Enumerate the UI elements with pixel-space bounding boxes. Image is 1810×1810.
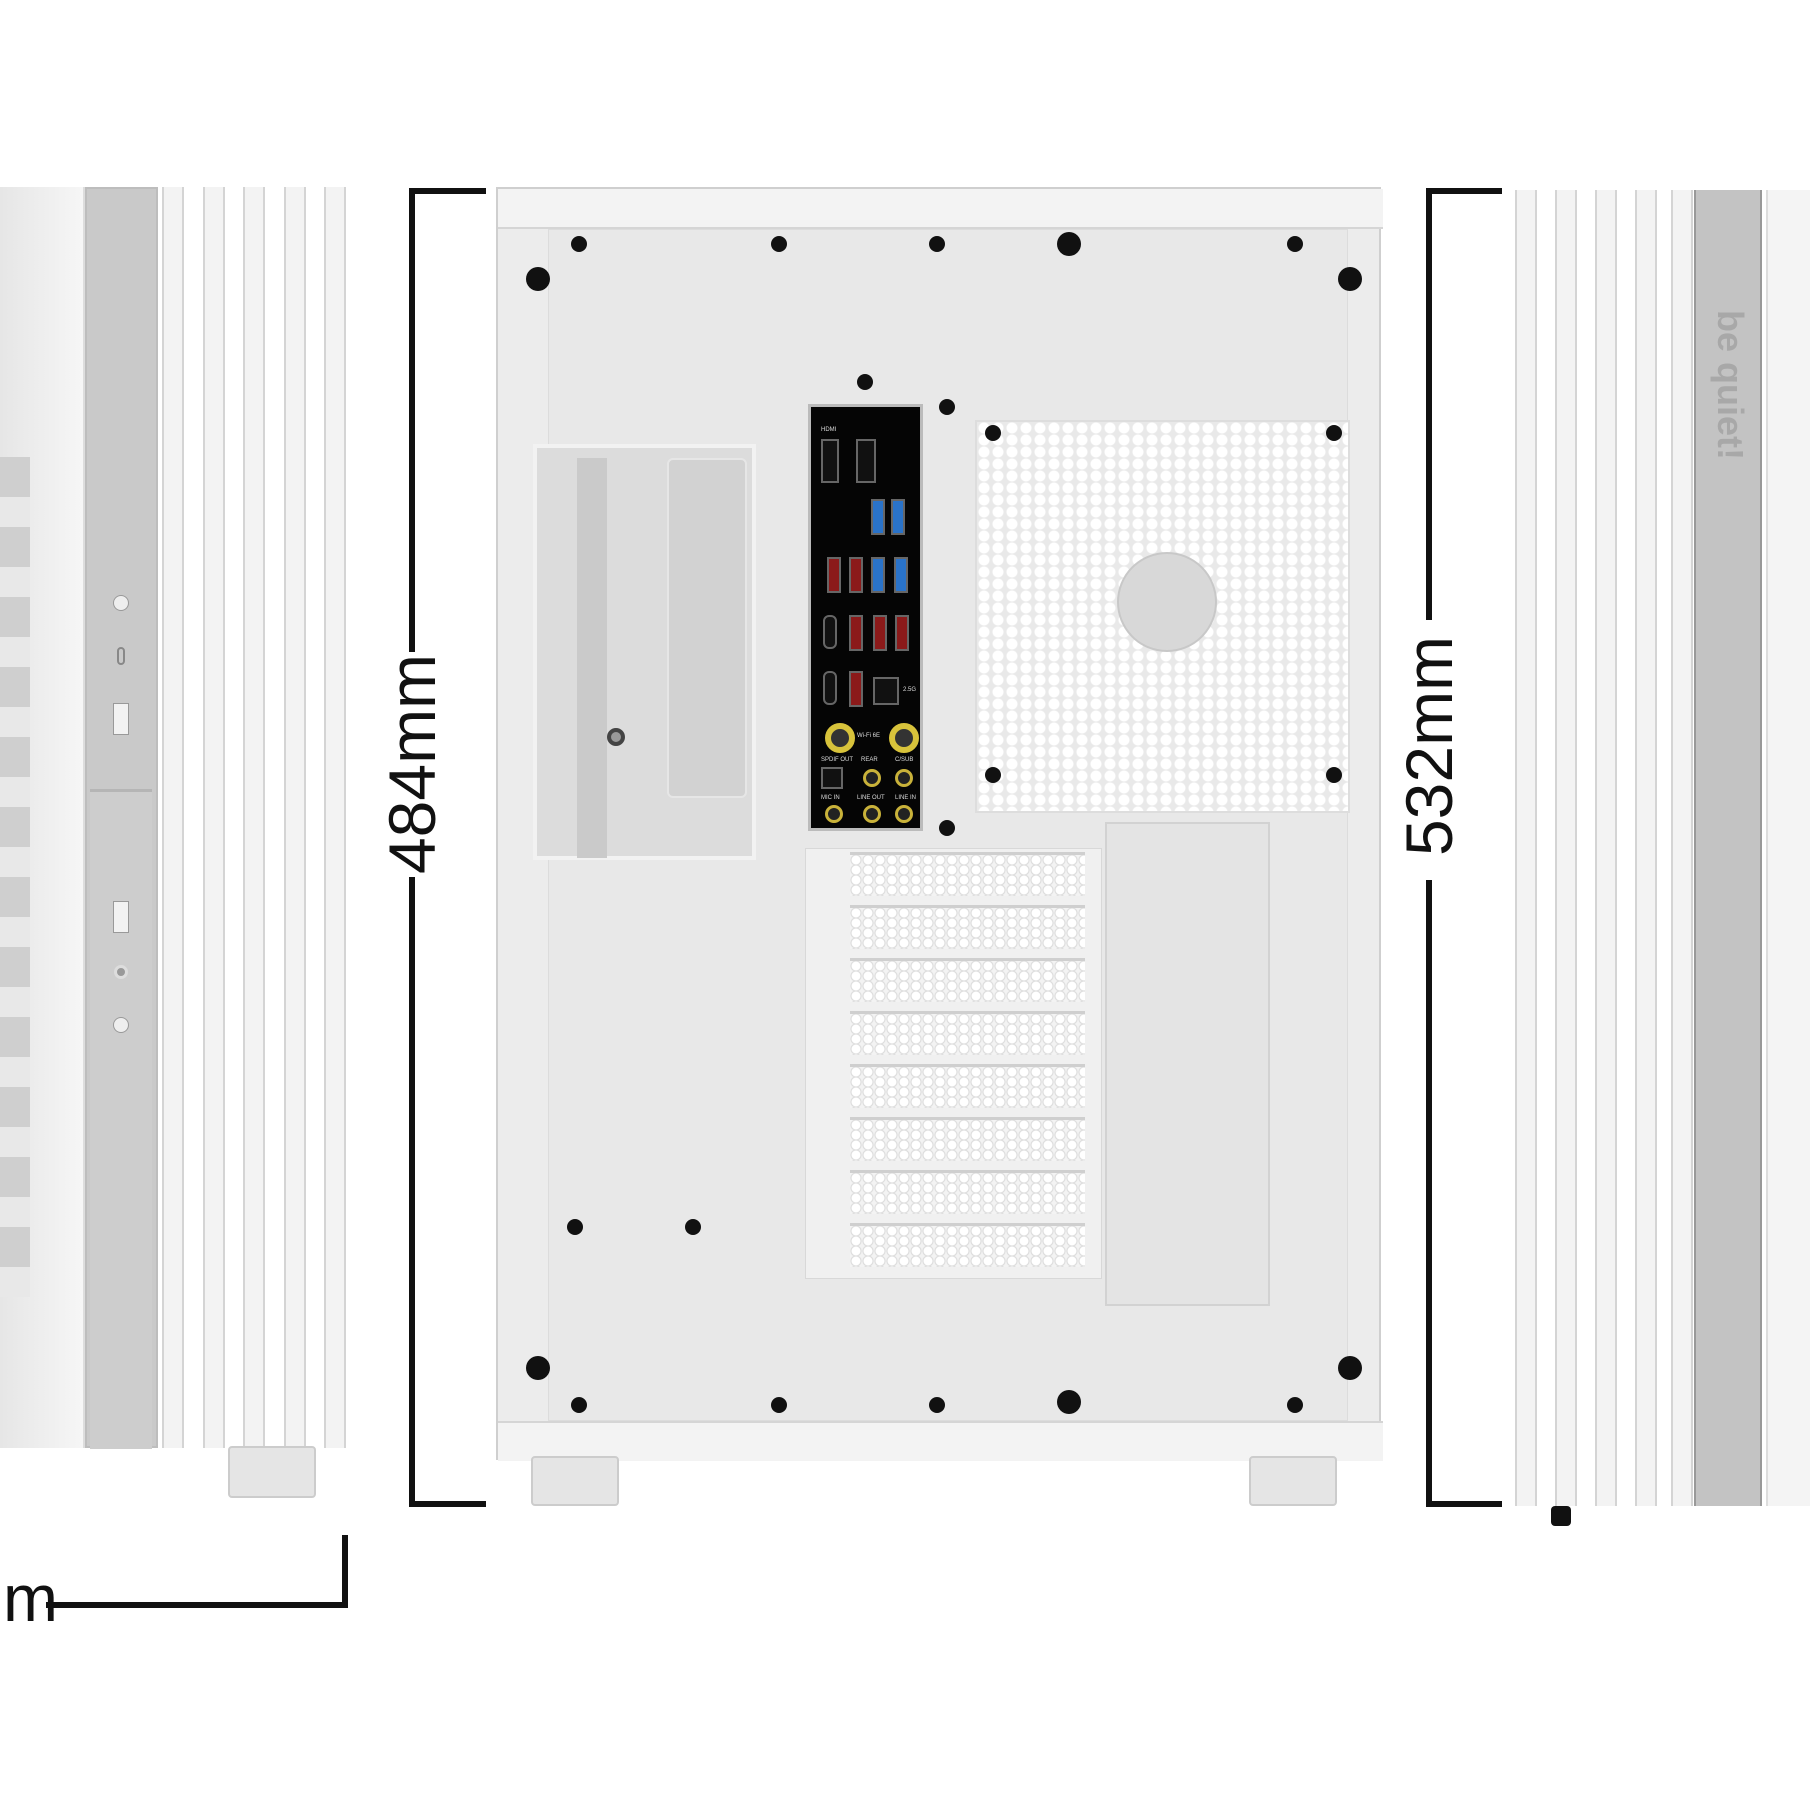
case-foot bbox=[531, 1456, 619, 1506]
side-view-case: be quiet! bbox=[1515, 190, 1810, 1506]
usb-port bbox=[895, 615, 909, 651]
reset-button-icon[interactable] bbox=[113, 1017, 129, 1033]
usb-port bbox=[849, 557, 863, 593]
pcie-slot bbox=[850, 1223, 1085, 1267]
audio-jack-icon bbox=[114, 965, 128, 979]
front-io-strip bbox=[85, 187, 158, 1449]
case-foot bbox=[1249, 1456, 1337, 1506]
motherboard-silhouette bbox=[0, 457, 30, 1297]
case-foot bbox=[1551, 1506, 1571, 1526]
usb-port bbox=[849, 671, 863, 707]
pcie-slot bbox=[850, 1117, 1085, 1161]
usb-port bbox=[827, 557, 841, 593]
audio-jack bbox=[895, 805, 913, 823]
audio-jack bbox=[895, 769, 913, 787]
usb-port bbox=[871, 557, 885, 593]
dimension-line bbox=[409, 188, 486, 194]
audio-jack bbox=[863, 769, 881, 787]
wifi-antenna-connector bbox=[889, 723, 919, 753]
audio-label: SPDIF OUT bbox=[821, 757, 854, 763]
usb-port bbox=[891, 499, 905, 535]
height-label-532: 532mm bbox=[1392, 635, 1466, 857]
fan-hub bbox=[1117, 552, 1217, 652]
wifi-label: Wi-Fi 6E bbox=[857, 733, 880, 739]
pcie-slot bbox=[850, 1170, 1085, 1214]
audio-label: LINE IN bbox=[895, 795, 917, 801]
psu-opening bbox=[533, 444, 756, 860]
audio-label: C/SUB bbox=[895, 757, 914, 763]
usb-port bbox=[849, 615, 863, 651]
side-panel-band: be quiet! bbox=[1694, 190, 1762, 1506]
dimension-line bbox=[342, 1535, 348, 1608]
audio-jack bbox=[825, 805, 843, 823]
dimension-line bbox=[409, 877, 415, 1507]
dimension-line bbox=[1426, 880, 1432, 1507]
height-label-484: 484mm bbox=[375, 653, 449, 875]
usb-a-port-icon bbox=[113, 901, 129, 933]
audio-label: MIC IN bbox=[821, 795, 840, 801]
pcie-slot bbox=[850, 1064, 1085, 1108]
case-foot bbox=[228, 1446, 316, 1498]
dimension-line bbox=[46, 1602, 348, 1608]
usb-c-port bbox=[823, 615, 837, 649]
be-quiet-logo: be quiet! bbox=[1710, 310, 1751, 460]
usb-c-port-icon bbox=[117, 647, 125, 665]
rear-fan-grille bbox=[975, 420, 1350, 813]
ethernet-port bbox=[873, 677, 899, 705]
audio-label: REAR bbox=[861, 757, 878, 763]
usb-port bbox=[871, 499, 885, 535]
depth-label: mm bbox=[0, 1561, 58, 1635]
hdmi-label: HDMI bbox=[821, 427, 837, 433]
dimension-line bbox=[1426, 188, 1502, 194]
wifi-antenna-connector bbox=[825, 723, 855, 753]
dimension-line bbox=[409, 188, 415, 652]
vertical-gpu-bracket bbox=[1105, 822, 1270, 1306]
motherboard-io-panel: HDMI 2.5G Wi-Fi 6E SPDIF OUT REAR C/SUB … bbox=[808, 404, 923, 831]
pcie-slot bbox=[850, 1011, 1085, 1055]
lan-label: 2.5G bbox=[903, 687, 917, 693]
dimension-line bbox=[1426, 188, 1432, 620]
front-view-case bbox=[0, 187, 346, 1449]
displayport-port bbox=[856, 439, 876, 483]
pcie-slot bbox=[850, 852, 1085, 896]
pcie-slot bbox=[850, 905, 1085, 949]
pcie-slot bbox=[850, 958, 1085, 1002]
usb-port bbox=[894, 557, 908, 593]
audio-jack bbox=[863, 805, 881, 823]
spdif-port bbox=[821, 767, 843, 789]
usb-a-port-icon bbox=[113, 703, 129, 735]
usb-port bbox=[873, 615, 887, 651]
usb-c-port bbox=[823, 671, 837, 705]
hdmi-port bbox=[821, 439, 839, 483]
power-button-icon[interactable] bbox=[113, 595, 129, 611]
dimension-line bbox=[1426, 1501, 1502, 1507]
audio-label: LINE OUT bbox=[857, 795, 885, 801]
dimension-line bbox=[409, 1501, 486, 1507]
